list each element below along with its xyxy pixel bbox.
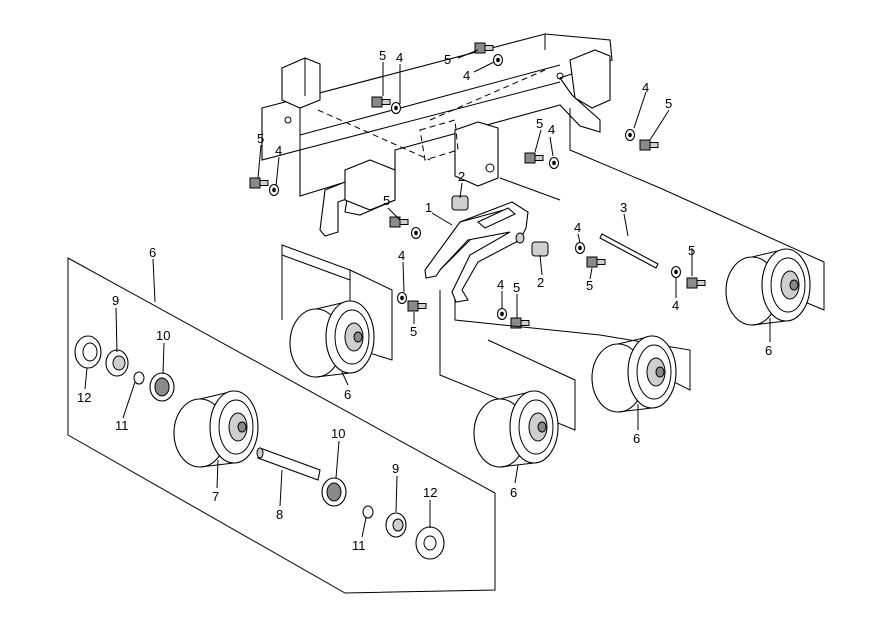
callout-label: 8 xyxy=(276,507,283,522)
callout-label: 4 xyxy=(497,277,504,292)
callout-label: 4 xyxy=(275,143,282,158)
callout-label: 5 xyxy=(410,324,417,339)
callout-label: 12 xyxy=(423,485,437,500)
track-roller-4 xyxy=(725,248,811,326)
callout-label: 1 xyxy=(425,200,432,215)
callout-label: 5 xyxy=(536,116,543,131)
callout-label: 4 xyxy=(548,122,555,137)
track-roller-2 xyxy=(473,390,559,468)
callout-label: 5 xyxy=(383,193,390,208)
callout-label: 6 xyxy=(765,343,772,358)
callout-label: 3 xyxy=(620,200,627,215)
callout-label: 2 xyxy=(458,169,465,184)
exploded-roller-box xyxy=(67,257,496,594)
callout-label: 4 xyxy=(398,248,405,263)
callout-label: 9 xyxy=(392,461,399,476)
callout-label: 11 xyxy=(352,538,366,553)
callout-label: 4 xyxy=(574,220,581,235)
leader-lines xyxy=(84,49,771,538)
callout-label: 12 xyxy=(77,390,91,405)
callout-label: 9 xyxy=(112,293,119,308)
callout-label: 10 xyxy=(156,328,170,343)
callout-label: 5 xyxy=(513,280,520,295)
callout-label: 4 xyxy=(672,298,679,313)
pivot-shaft xyxy=(476,207,517,229)
callout-label: 4 xyxy=(642,80,649,95)
callout-label: 11 xyxy=(115,418,129,433)
callout-label: 6 xyxy=(344,387,351,402)
callout-label: 5 xyxy=(379,48,386,63)
callout-label: 5 xyxy=(665,96,672,111)
callout-label: 7 xyxy=(212,489,219,504)
bushing-upper xyxy=(451,195,469,211)
track-frame xyxy=(261,33,613,237)
callout-label: 5 xyxy=(444,52,451,67)
callout-label: 6 xyxy=(149,245,156,260)
bushing-lower xyxy=(531,241,549,257)
track-roller-3 xyxy=(591,335,677,413)
pivot-pin xyxy=(599,233,659,269)
callout-label: 4 xyxy=(463,68,470,83)
callout-label: 6 xyxy=(633,431,640,446)
callout-label: 5 xyxy=(257,131,264,146)
exploded-parts xyxy=(74,335,445,560)
callout-label: 5 xyxy=(688,243,695,258)
callout-label: 5 xyxy=(586,278,593,293)
track-roller-1 xyxy=(289,300,375,378)
callout-label: 6 xyxy=(510,485,517,500)
equalizer-arm xyxy=(424,201,529,303)
callout-label: 4 xyxy=(396,50,403,65)
callout-labels: 5 4 5 4 4 5 5 4 5 4 2 1 3 5 4 5 4 5 2 4 … xyxy=(77,48,772,553)
callout-label: 2 xyxy=(537,275,544,290)
callout-label: 10 xyxy=(331,426,345,441)
